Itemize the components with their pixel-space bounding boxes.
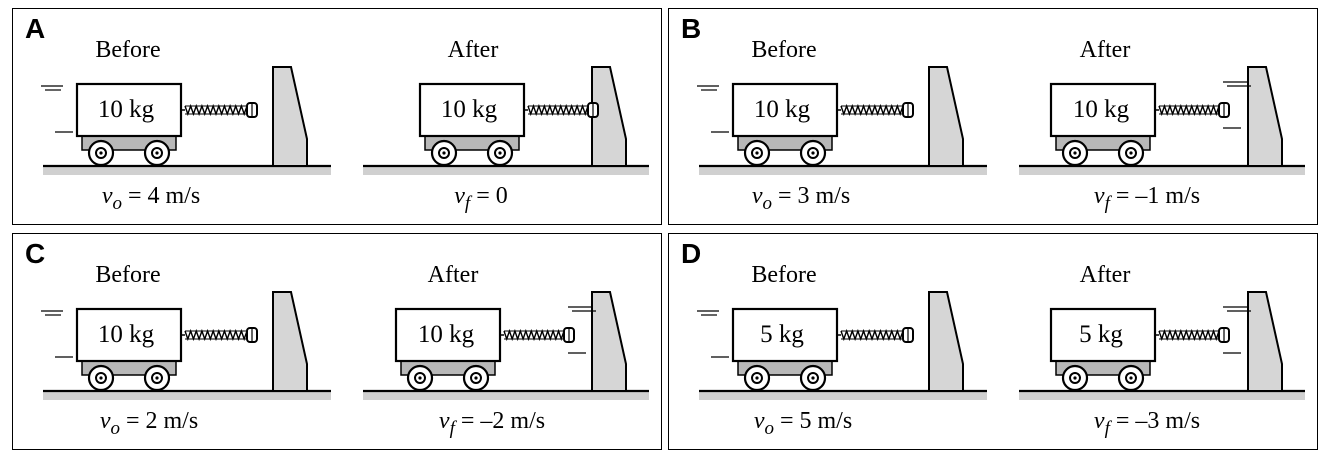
panel-letter: A — [25, 13, 46, 44]
wall — [1247, 66, 1283, 167]
wall — [1247, 291, 1283, 392]
panel-c-drawing — [41, 291, 649, 400]
before-mass-label: 10 kg — [753, 96, 811, 123]
spring-coil — [184, 328, 248, 342]
wheel-axle — [155, 376, 159, 380]
wall — [928, 291, 964, 392]
wall — [272, 291, 308, 392]
before-velocity: vo = 4 m/s — [101, 183, 201, 214]
after-velocity: vf = –2 m/s — [438, 408, 546, 439]
panel-letter: B — [681, 13, 702, 44]
spring-coil — [184, 103, 248, 117]
wheel-axle — [1073, 376, 1077, 380]
after-mass-label: 10 kg — [440, 96, 498, 123]
before-velocity: vo = 3 m/s — [751, 183, 851, 214]
before-title: Before — [751, 37, 817, 63]
panel-d: D Before After 5 kg 5 kg vo = 5 m/s vf =… — [668, 233, 1318, 450]
wheel-axle — [755, 151, 759, 155]
wheel-axle — [498, 151, 502, 155]
wall — [591, 66, 627, 167]
cart — [1049, 306, 1251, 392]
cart — [41, 307, 258, 392]
wheel-axle — [442, 151, 446, 155]
cart — [41, 82, 258, 167]
ground-shade — [43, 391, 331, 400]
panel-a: A Before After 10 kg 10 kg vo = 4 m/s vf… — [12, 8, 662, 225]
after-mass-label: 10 kg — [417, 321, 475, 348]
after-velocity: vf = 0 — [454, 183, 508, 214]
panel-b: B Before After 10 kg 10 kg vo = 3 m/s vf… — [668, 8, 1318, 225]
after-mass-label: 5 kg — [1079, 321, 1123, 348]
cart — [394, 306, 596, 392]
panel-letter: C — [25, 238, 46, 269]
before-title: Before — [751, 262, 817, 288]
wheel-axle — [99, 151, 103, 155]
after-title: After — [1079, 262, 1131, 288]
before-velocity: vo = 5 m/s — [753, 408, 853, 439]
after-mass-label: 10 kg — [1072, 96, 1130, 123]
wheel-axle — [155, 151, 159, 155]
before-mass-label: 10 kg — [97, 96, 155, 123]
before-title: Before — [95, 37, 161, 63]
before-title: Before — [95, 262, 161, 288]
cart — [697, 82, 914, 167]
wheel-axle — [474, 376, 478, 380]
wall — [928, 66, 964, 167]
panel-b-drawing — [697, 66, 1305, 175]
after-velocity: vf = –1 m/s — [1093, 183, 1201, 214]
panel-letter: D — [681, 238, 702, 269]
before-mass-label: 10 kg — [97, 321, 155, 348]
ground-shade — [699, 166, 987, 175]
wheel-axle — [755, 376, 759, 380]
spring-coil — [840, 328, 904, 342]
cart-body — [731, 82, 839, 138]
wall — [591, 291, 627, 392]
ground-shade — [1019, 391, 1305, 400]
cart — [1049, 81, 1251, 167]
spring-coil — [1158, 103, 1220, 117]
wall — [272, 66, 308, 167]
wheel-axle — [1129, 376, 1133, 380]
wheel-axle — [811, 376, 815, 380]
ground-shade — [363, 166, 649, 175]
before-mass-label: 5 kg — [760, 321, 804, 348]
wheel-axle — [99, 376, 103, 380]
cart-body — [394, 307, 502, 363]
cart — [418, 82, 599, 167]
panel-c: C Before After 10 kg 10 kg vo = 2 m/s vf… — [12, 233, 662, 450]
spring-coil — [527, 103, 589, 117]
ground-shade — [43, 166, 331, 175]
ground-shade — [1019, 166, 1305, 175]
wheel-axle — [811, 151, 815, 155]
after-title: After — [1079, 37, 1131, 63]
ground-shade — [699, 391, 987, 400]
cart-body — [731, 307, 839, 363]
spring-coil — [840, 103, 904, 117]
after-title: After — [427, 262, 479, 288]
after-velocity: vf = –3 m/s — [1093, 408, 1201, 439]
wheel-axle — [1129, 151, 1133, 155]
wheel-axle — [418, 376, 422, 380]
after-title: After — [447, 37, 499, 63]
ground-shade — [363, 391, 649, 400]
panel-a-drawing — [41, 66, 649, 175]
wheel-axle — [1073, 151, 1077, 155]
cart — [697, 307, 914, 392]
spring-coil — [1158, 328, 1220, 342]
panel-d-drawing — [697, 291, 1305, 400]
spring-coil — [503, 328, 565, 342]
before-velocity: vo = 2 m/s — [99, 408, 199, 439]
